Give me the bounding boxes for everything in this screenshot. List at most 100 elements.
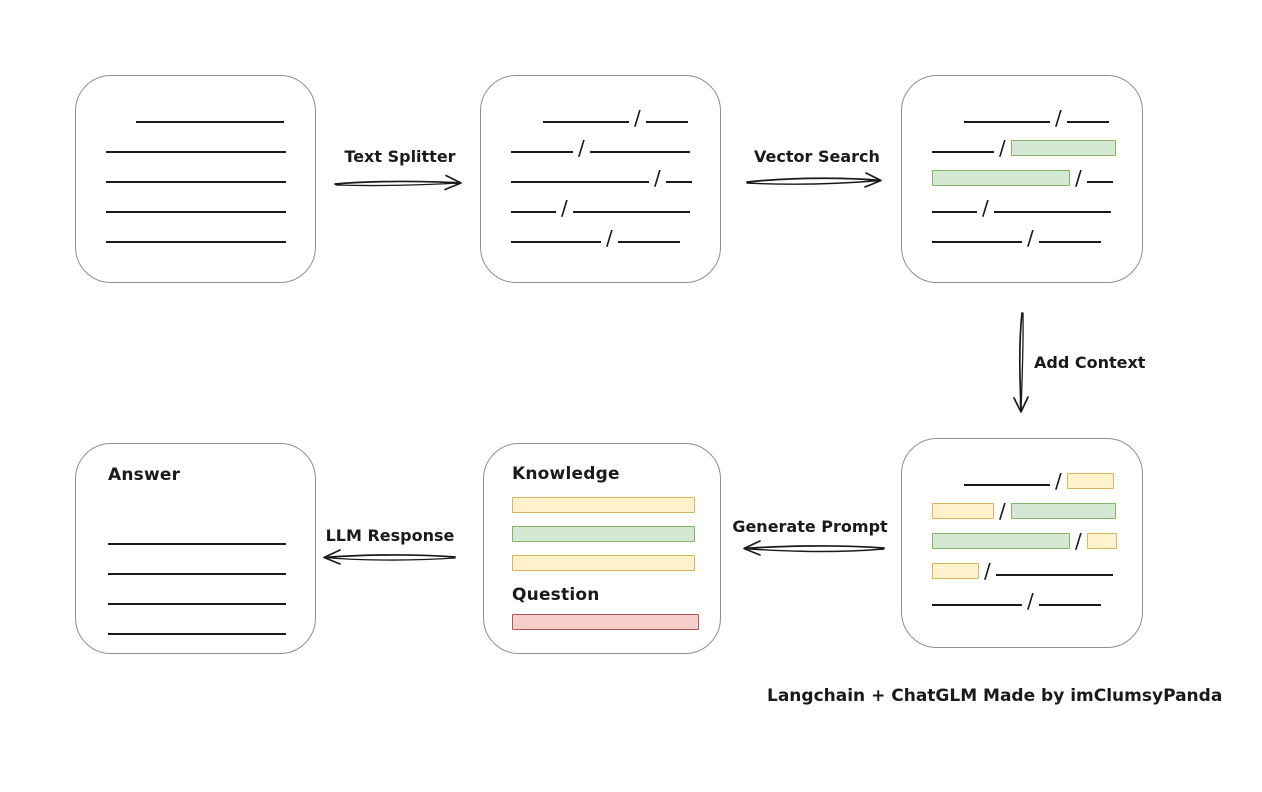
chunk-bar-yellow [932, 503, 994, 519]
slash-separator: / [982, 196, 989, 220]
text-line [106, 211, 286, 213]
text-line [1086, 181, 1113, 183]
text-line [932, 604, 1022, 606]
slash-separator: / [1075, 166, 1082, 190]
document-lines [76, 76, 315, 246]
text-line [995, 574, 1113, 576]
text-line [993, 211, 1111, 213]
matched-rows: / / / / / [902, 76, 1142, 250]
chunk-rows: / / / / / [481, 76, 720, 250]
text-line [136, 121, 284, 123]
text-line [106, 181, 286, 183]
text-row [106, 186, 315, 216]
text-line [589, 151, 690, 153]
chunk-bar-yellow [512, 497, 695, 513]
text-line [511, 211, 556, 213]
text-line [572, 211, 690, 213]
source-document-box [75, 75, 316, 283]
text-line [108, 633, 286, 635]
text-row [108, 608, 315, 638]
text-row: / [932, 519, 1142, 553]
slash-separator: / [999, 136, 1006, 160]
split-chunks-box: / / / / / [480, 75, 721, 283]
text-line [1038, 604, 1101, 606]
text-line [106, 241, 286, 243]
text-line [511, 151, 573, 153]
llm-response-label: LLM Response [325, 526, 455, 545]
slash-separator: / [634, 106, 641, 130]
text-row: / [932, 579, 1142, 613]
slash-separator: / [606, 226, 613, 250]
text-line [964, 121, 1050, 123]
matched-chunks-box: / / / / / [901, 75, 1143, 283]
text-row: / [511, 216, 720, 250]
text-line [108, 573, 286, 575]
text-line [108, 603, 286, 605]
llm-response-arrow [323, 549, 456, 565]
chunk-bar-green [512, 526, 695, 542]
text-line [932, 211, 977, 213]
text-row: / [932, 549, 1142, 583]
text-row [106, 126, 315, 156]
slash-separator: / [999, 499, 1006, 523]
add-context-arrow [1013, 312, 1029, 413]
generate-prompt-arrow [743, 540, 885, 556]
text-row [136, 96, 315, 126]
text-row: / [932, 489, 1142, 523]
slash-separator: / [561, 196, 568, 220]
text-row [106, 156, 315, 186]
text-line [964, 484, 1050, 486]
add-context-label: Add Context [1034, 353, 1146, 372]
text-row: / [511, 186, 720, 220]
answer-label: Answer [108, 465, 181, 485]
prompt-box: Knowledge Question [483, 443, 721, 654]
answer-box: Answer [75, 443, 316, 654]
text-line [665, 181, 692, 183]
diagram-caption: Langchain + ChatGLM Made by imClumsyPand… [767, 686, 1223, 706]
text-line [645, 121, 688, 123]
text-line [1066, 121, 1109, 123]
text-row: / [511, 156, 720, 190]
context-chunks-box: / / / / / [901, 438, 1143, 648]
slash-separator: / [1055, 106, 1062, 130]
knowledge-bars [512, 497, 720, 571]
chunk-bar-yellow [1086, 533, 1117, 549]
text-line [543, 121, 629, 123]
text-line [932, 151, 994, 153]
question-label: Question [512, 585, 600, 605]
chunk-bar-yellow [932, 563, 979, 579]
chunk-bar-green [932, 533, 1070, 549]
text-row [108, 518, 315, 548]
context-rows: / / / / / [902, 439, 1142, 613]
text-row: / [932, 186, 1142, 220]
text-line [511, 241, 601, 243]
chunk-bar-yellow [512, 555, 695, 571]
slash-separator: / [1075, 529, 1082, 553]
text-row: / [932, 216, 1142, 250]
text-row: / [964, 459, 1142, 493]
text-line [1038, 241, 1101, 243]
text-row: / [543, 96, 720, 130]
text-line [511, 181, 649, 183]
text-splitter-label: Text Splitter [344, 147, 456, 166]
slash-separator: / [1027, 226, 1034, 250]
slash-separator: / [1055, 469, 1062, 493]
text-row: / [932, 126, 1142, 160]
answer-lines [108, 485, 315, 638]
text-row: / [932, 156, 1142, 190]
chunk-bar-green [1010, 140, 1116, 156]
slash-separator: / [654, 166, 661, 190]
chunk-bar-yellow [1066, 473, 1114, 489]
slash-separator: / [1027, 589, 1034, 613]
slash-separator: / [984, 559, 991, 583]
vector-search-label: Vector Search [754, 147, 880, 166]
slash-separator: / [578, 136, 585, 160]
chunk-bar-green [1010, 503, 1116, 519]
text-row [108, 548, 315, 578]
text-splitter-arrow [334, 174, 462, 191]
vector-search-arrow [746, 172, 882, 188]
chunk-bar-red [512, 614, 699, 630]
text-line [932, 241, 1022, 243]
question-bar [512, 614, 720, 630]
